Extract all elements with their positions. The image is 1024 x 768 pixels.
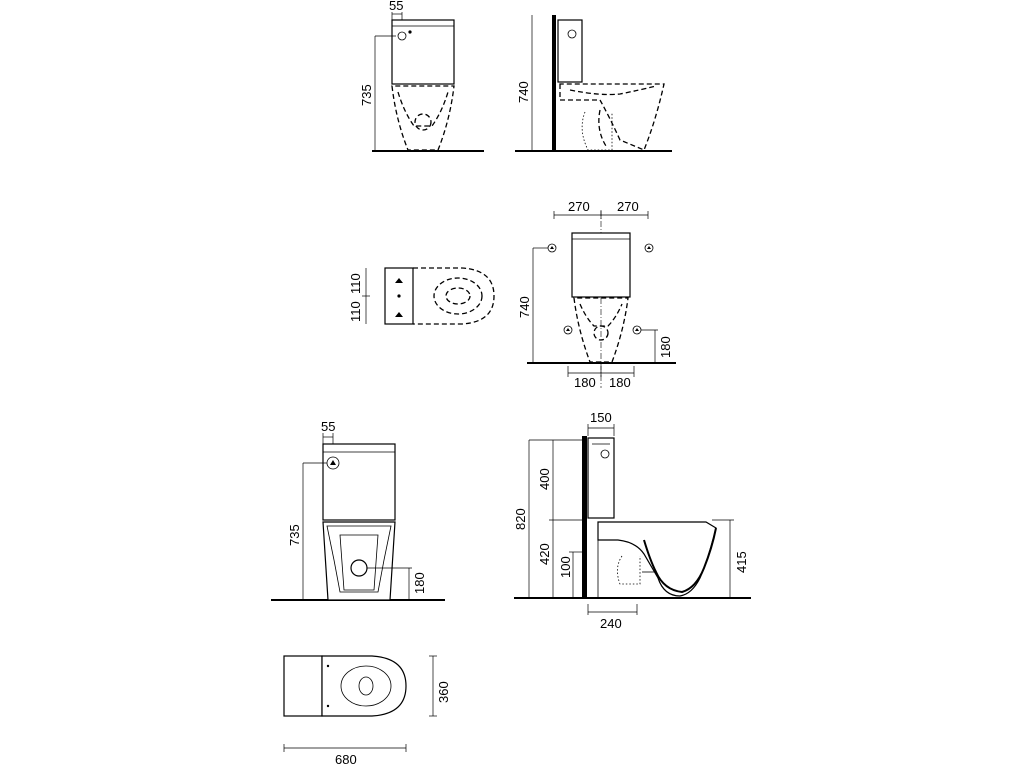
cistern-plan (283, 655, 323, 717)
water-inlet-icon (397, 31, 407, 41)
dim-length-680: 680 (335, 752, 357, 767)
front-elevation-bottom: 55 735 180 (271, 419, 445, 601)
wall (582, 436, 587, 598)
dim-rim-415: 415 (734, 551, 749, 573)
dim-height-820: 820 (513, 508, 528, 530)
dim-270-right: 270 (617, 199, 639, 214)
front-elevation-middle: 270 270 740 180 180 180 (517, 199, 676, 390)
dim-depth-150: 150 (590, 410, 612, 425)
dim-base-180-left: 180 (574, 375, 596, 390)
plan-view-small: 110 110 (348, 267, 495, 325)
dim-110-lower: 110 (348, 301, 363, 322)
dim-height-740: 740 (517, 296, 532, 318)
front-elevation-top: 55 735 (359, 0, 484, 152)
cistern (587, 437, 615, 519)
cistern (571, 232, 631, 298)
dim-height-735: 735 (359, 84, 374, 106)
cistern (322, 443, 396, 521)
dim-height-740: 740 (516, 81, 531, 103)
dim-width-55: 55 (389, 0, 403, 13)
seat-plan (321, 655, 407, 717)
side-elevation-bottom: 150 820 400 420 100 415 240 (513, 410, 751, 631)
dim-outlet-180: 180 (412, 572, 427, 594)
dim-width-360: 360 (436, 681, 451, 703)
wall (552, 15, 556, 151)
dim-270-left: 270 (568, 199, 590, 214)
dim-inlet-180: 180 (658, 336, 673, 358)
plan-view-large: 360 680 (283, 655, 451, 767)
cistern (557, 19, 583, 83)
dim-height-735: 735 (287, 524, 302, 546)
dim-seat-420: 420 (537, 543, 552, 565)
dim-base-240: 240 (600, 616, 622, 631)
dim-base-180-right: 180 (609, 375, 631, 390)
cistern (391, 19, 455, 85)
dim-width-55: 55 (321, 419, 335, 434)
bowl (597, 521, 717, 597)
dim-tank-400: 400 (537, 468, 552, 490)
dim-outlet-100: 100 (558, 556, 573, 578)
dim-110-upper: 110 (348, 273, 363, 294)
side-elevation-top: 740 (515, 15, 672, 152)
